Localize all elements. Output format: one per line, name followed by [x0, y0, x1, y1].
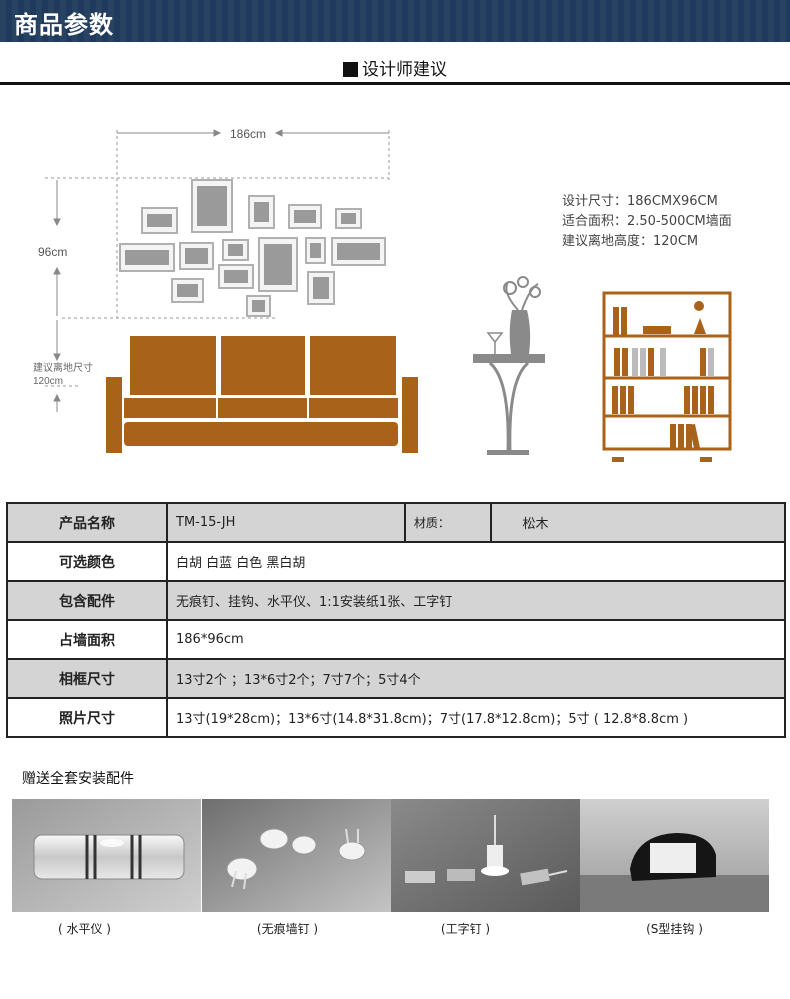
header-title: 商品参数	[14, 11, 114, 39]
gift-title: 赠送全套安装配件	[22, 771, 134, 787]
width-dimension	[117, 129, 389, 137]
s-hook-photo	[580, 799, 769, 912]
design-suggestion-diagram: 186cm 96cm 建议离地尺寸 120cm	[33, 127, 732, 462]
floor-height-value: 120cm	[33, 376, 63, 387]
floor-height-label: 建议离地尺寸	[33, 361, 93, 374]
s-hook-icon	[580, 799, 769, 912]
suggested-height: 建议离地高度：120CM	[562, 234, 699, 249]
sofa-illustration	[106, 336, 418, 453]
section-title-text: 设计师建议	[362, 60, 447, 80]
suitable-area: 适合面积：2.50-500CM墙面	[562, 214, 732, 229]
spec-value: 白胡 白蓝 白色 黑白胡	[166, 541, 786, 582]
spec-label: 照片尺寸	[6, 697, 168, 738]
spec-label: 相框尺寸	[6, 658, 168, 699]
table-row: 产品名称 TM-15-JH 材质： 松木	[6, 502, 786, 543]
spec-label: 可选颜色	[6, 541, 168, 582]
product-name-value: TM-15-JH	[166, 502, 406, 543]
height-label: 96cm	[38, 245, 67, 259]
photo-contents	[125, 186, 380, 312]
section-title: 设计师建议	[0, 55, 790, 80]
header-bar: 商品参数	[0, 0, 790, 42]
photo-wall-bounds	[45, 130, 390, 387]
spirit-level-caption: ( 水平仪 )	[58, 922, 111, 936]
spec-table: 产品名称 TM-15-JH 材质： 松木 可选颜色 白胡 白蓝 白色 黑白胡 包…	[6, 502, 786, 738]
width-label: 186cm	[230, 127, 266, 141]
material-value: 松木	[490, 502, 786, 543]
spec-value: 13寸2个 ；13*6寸2个；7寸7个；5寸4个	[166, 658, 786, 699]
design-info: 设计尺寸：186CMX96CM 适合面积：2.50-500CM墙面 建议离地高度…	[562, 192, 732, 252]
height-dimension	[53, 180, 61, 412]
design-size: 设计尺寸：186CMX96CM	[562, 194, 718, 209]
spirit-level-icon	[12, 799, 201, 912]
material-label: 材质：	[403, 502, 493, 543]
square-bullet-icon	[343, 62, 358, 77]
s-hook-caption: (S型挂钩 )	[646, 922, 703, 936]
traceless-nail-caption: (无痕墙钉 )	[256, 922, 319, 936]
spec-label: 占墙面积	[6, 619, 168, 660]
bookshelf-illustration	[602, 291, 732, 451]
push-pin-caption: (工字钉 )	[440, 922, 491, 936]
push-pin-icon	[391, 799, 580, 912]
spec-value: 186*96cm	[166, 619, 786, 660]
spec-value: 13寸(19*28cm)；13*6寸(14.8*31.8cm)；7寸(17.8*…	[166, 697, 786, 738]
table-row: 占墙面积 186*96cm	[6, 619, 786, 660]
table-row: 可选颜色 白胡 白蓝 白色 黑白胡	[6, 541, 786, 582]
title-divider	[0, 82, 790, 85]
side-table-illustration	[473, 276, 545, 455]
traceless-nail-icon	[202, 799, 391, 912]
traceless-nail-photo	[202, 799, 391, 912]
table-row: 相框尺寸 13寸2个 ；13*6寸2个；7寸7个；5寸4个	[6, 658, 786, 699]
table-row: 照片尺寸 13寸(19*28cm)；13*6寸(14.8*31.8cm)；7寸(…	[6, 697, 786, 738]
product-name-label: 产品名称	[6, 502, 168, 543]
spec-value: 无痕钉、挂钩、水平仪、1:1安装纸1张、工字钉	[166, 580, 786, 621]
spirit-level-photo	[12, 799, 201, 912]
spec-label: 包含配件	[6, 580, 168, 621]
table-row: 包含配件 无痕钉、挂钩、水平仪、1:1安装纸1张、工字钉	[6, 580, 786, 621]
push-pin-photo	[391, 799, 580, 912]
bookshelf-books	[612, 301, 714, 462]
